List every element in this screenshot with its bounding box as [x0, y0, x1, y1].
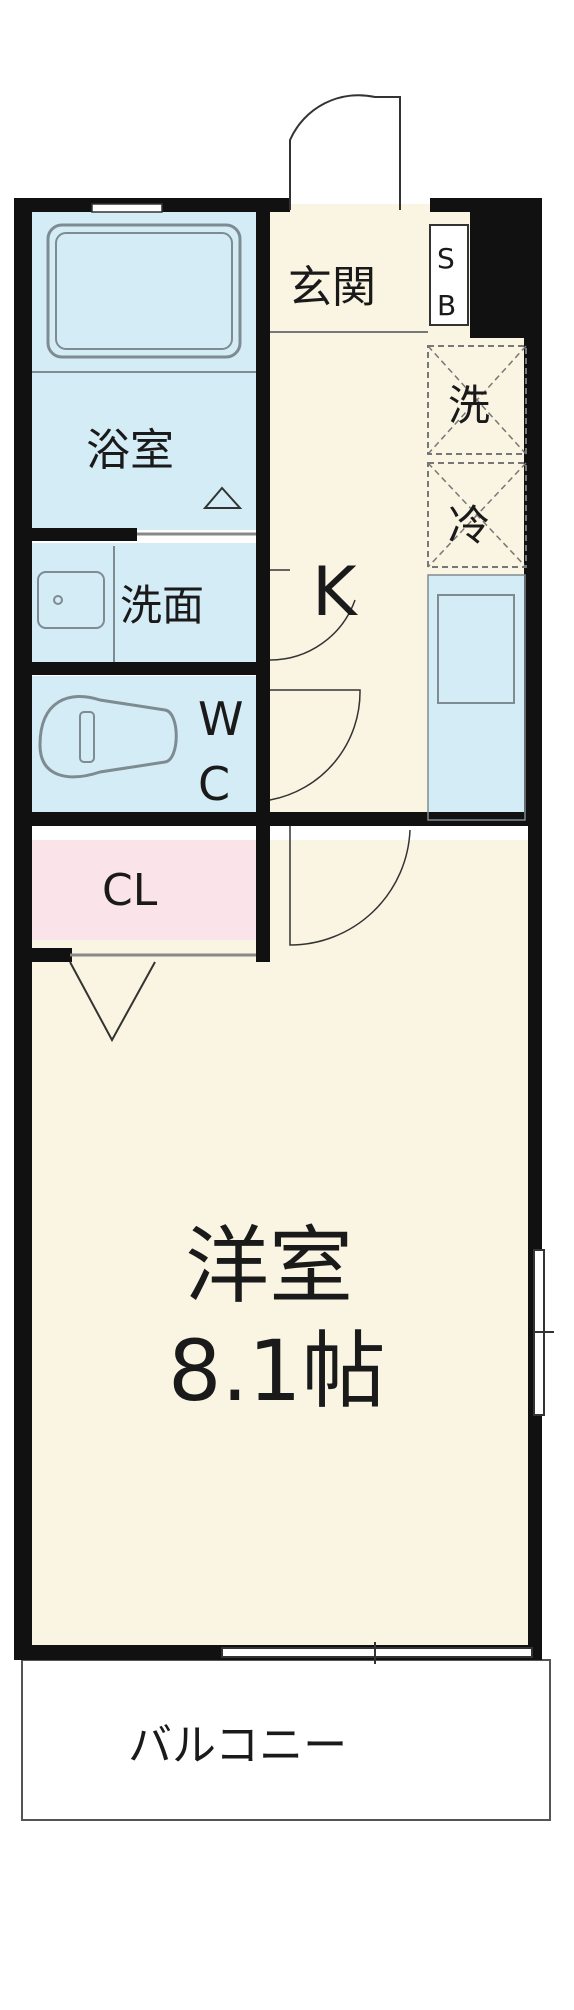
kitchen-counter	[428, 575, 525, 820]
balcony-floor	[21, 1659, 551, 1821]
washbasin	[37, 571, 105, 629]
kitchen-label: K	[312, 553, 359, 632]
top-window-1	[91, 203, 163, 213]
entrance-label: 玄関	[288, 262, 376, 313]
closet-door-marker	[69, 961, 156, 1043]
bathroom-label: 浴室	[86, 425, 174, 476]
wall-kitchen-counter-right	[524, 332, 530, 822]
wall-bath-partition	[256, 212, 270, 822]
toilet-door-swing	[269, 689, 361, 801]
balcony-window	[221, 1647, 533, 1658]
washroom-door-swing	[269, 569, 356, 661]
toilet-floor	[32, 676, 270, 812]
washroom-floor	[32, 543, 270, 663]
western-room-label: 洋室	[185, 1217, 353, 1315]
washer-label: 洗	[448, 381, 490, 430]
washbasin-drain	[53, 595, 63, 605]
kitchen-counter-outline	[427, 574, 526, 821]
wall-left	[14, 198, 32, 1658]
wall-room-top	[270, 812, 542, 826]
toilet-w-label: W	[198, 692, 243, 746]
kitchen-sink	[437, 594, 515, 704]
toilet-tank	[79, 711, 95, 763]
bathtub-inner	[55, 232, 233, 350]
balcony-label: バルコニー	[128, 1720, 347, 1771]
washroom-label: 洗面	[120, 581, 204, 630]
shoe-box-s-label: S	[437, 242, 455, 275]
wall-wash-bottom	[32, 662, 270, 675]
wall-closet-bottom	[32, 948, 72, 962]
toilet-bowl	[38, 695, 178, 779]
shoe-box	[429, 224, 469, 326]
bath-door-marker	[202, 486, 243, 509]
entrance-door-swing	[289, 94, 401, 210]
entrance-opening	[290, 204, 430, 214]
shoe-box-b-label: B	[437, 289, 456, 322]
fridge-x-2	[427, 462, 527, 568]
washer-x-2	[427, 345, 527, 455]
wall-closet-right	[256, 812, 270, 962]
wall-right	[528, 198, 542, 1658]
fridge-label: 冷	[448, 501, 490, 550]
closet-floor-top	[32, 840, 258, 940]
bathtub	[46, 223, 242, 359]
washer-space	[427, 345, 527, 455]
western-room-floor	[32, 840, 542, 1650]
closet-label: CL	[102, 865, 158, 916]
western-room-size-label: 8.1帖	[168, 1322, 386, 1420]
toilet-c-label: C	[198, 757, 230, 811]
room-door-swing	[289, 826, 411, 946]
wall-toilet-bottom	[32, 812, 270, 826]
entrance-floor	[270, 212, 440, 332]
fridge-space	[427, 462, 527, 568]
wall-bath-bottom	[32, 528, 137, 541]
